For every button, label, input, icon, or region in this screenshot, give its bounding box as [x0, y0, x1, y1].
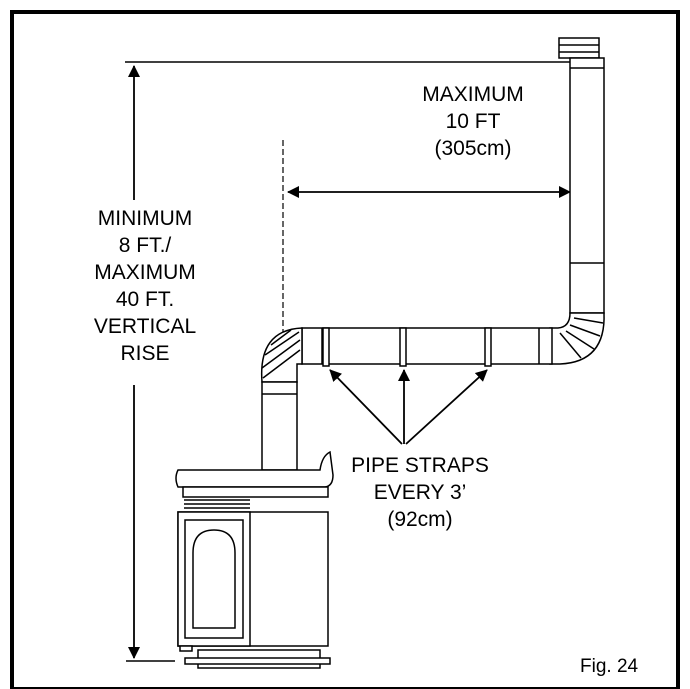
max-horizontal-line3: (305cm) [434, 137, 512, 160]
pipe-straps-label: PIPE STRAPS EVERY 3’ (92cm) [335, 452, 505, 533]
pipe-straps-line1: PIPE STRAPS [351, 454, 489, 477]
max-horizontal-label: MAXIMUM 10 FT (305cm) [398, 81, 548, 162]
chimney-pipe [558, 37, 605, 314]
vertical-rise-arrow [126, 65, 175, 662]
pipe-strap-3 [484, 327, 492, 367]
pipe-straps [322, 327, 492, 367]
horizontal-pipe [301, 327, 553, 365]
strap-pointer-arrows [329, 369, 488, 445]
pipe-strap-2 [399, 327, 407, 367]
diagram-frame [10, 10, 680, 689]
vertical-rise-line4: 40 FT. [115, 288, 175, 311]
stove [175, 450, 334, 669]
stove-door-window [192, 529, 236, 629]
horizontal-max-arrow [282, 140, 578, 332]
stove-top [175, 450, 334, 488]
pipe-straps-line2: EVERY 3’ [373, 481, 467, 504]
right-elbow [549, 312, 605, 365]
stove-pipe [261, 381, 298, 471]
pipe-straps-line3: (92cm) [387, 508, 453, 531]
pipe-strap-1 [322, 327, 330, 367]
vertical-rise-line1: MINIMUM [97, 207, 193, 230]
vertical-rise-label: MINIMUM 8 FT./ MAXIMUM 40 FT. VERTICAL R… [60, 205, 230, 367]
vertical-rise-line5: VERTICAL [93, 315, 197, 338]
left-elbow [260, 327, 303, 383]
figure-label: Fig. 24 [580, 656, 639, 677]
vertical-rise-line6: RISE [120, 342, 170, 365]
max-horizontal-line2: 10 FT [445, 110, 501, 133]
vertical-rise-line2: 8 FT./ [118, 234, 172, 257]
max-horizontal-line1: MAXIMUM [422, 83, 524, 106]
vertical-rise-line3: MAXIMUM [94, 261, 196, 284]
